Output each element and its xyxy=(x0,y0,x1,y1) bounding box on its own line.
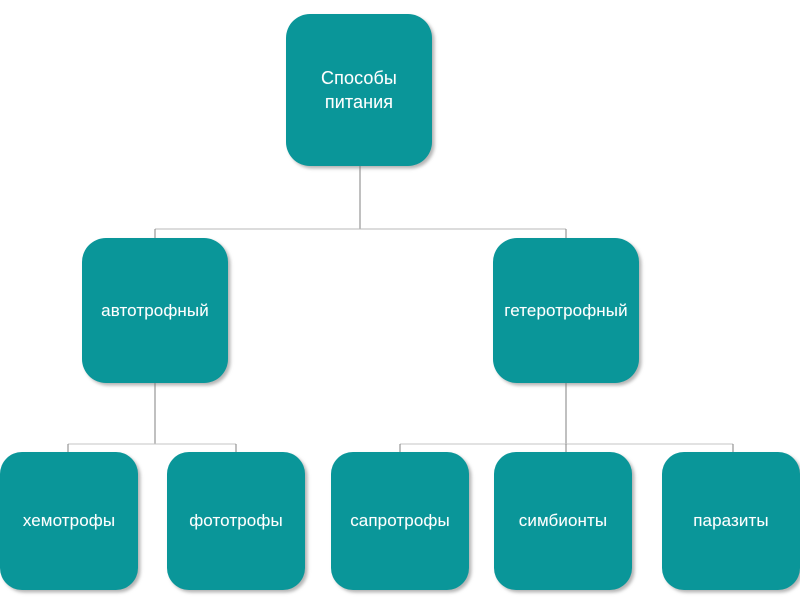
node-root-label: Способы питания xyxy=(321,66,397,115)
node-saprotrophs-label: сапротрофы xyxy=(350,511,450,531)
node-phototrophs-label: фототрофы xyxy=(189,511,283,531)
node-autotroph-label: автотрофный xyxy=(101,300,209,320)
node-root[interactable]: Способы питания xyxy=(286,14,432,166)
node-symbionts[interactable]: симбионты xyxy=(494,452,632,590)
node-symbionts-label: симбионты xyxy=(518,511,608,531)
node-autotroph[interactable]: автотрофный xyxy=(82,238,228,383)
node-heterotroph[interactable]: гетеротрофный xyxy=(493,238,639,383)
node-chemotrophs-label: хемотрофы xyxy=(22,511,116,531)
node-heterotroph-label: гетеротрофный xyxy=(504,300,628,320)
node-parasites-label: паразиты xyxy=(693,511,769,531)
node-phototrophs[interactable]: фототрофы xyxy=(167,452,305,590)
node-root-label-line1: Способы xyxy=(321,67,397,88)
node-root-label-line2: питания xyxy=(324,92,394,112)
node-saprotrophs[interactable]: сапротрофы xyxy=(331,452,469,590)
node-chemotrophs[interactable]: хемотрофы xyxy=(0,452,138,590)
node-parasites[interactable]: паразиты xyxy=(662,452,800,590)
